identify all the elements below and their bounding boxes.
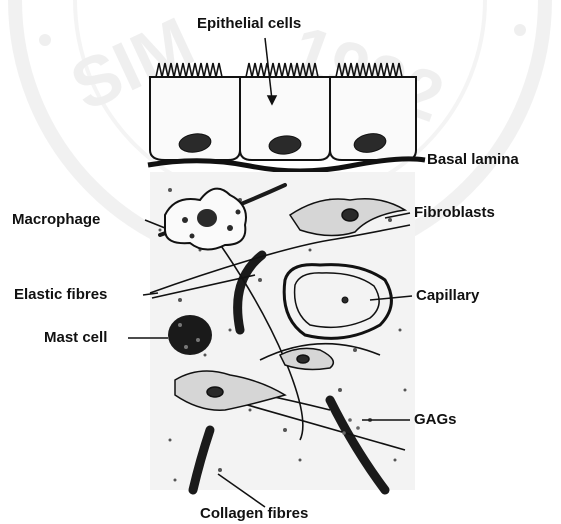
label-elastic-fibres: Elastic fibres xyxy=(14,287,107,302)
label-fibroblasts: Fibroblasts xyxy=(414,205,495,220)
label-basal-lamina: Basal lamina xyxy=(427,152,519,167)
label-collagen-fibres: Collagen fibres xyxy=(200,506,308,521)
label-mast-cell: Mast cell xyxy=(44,330,107,345)
mast-cell xyxy=(168,315,212,355)
label-capillary: Capillary xyxy=(416,288,479,303)
label-macrophage: Macrophage xyxy=(12,212,100,227)
label-epithelial-cells: Epithelial cells xyxy=(197,16,301,31)
label-gags: GAGs xyxy=(414,412,457,427)
